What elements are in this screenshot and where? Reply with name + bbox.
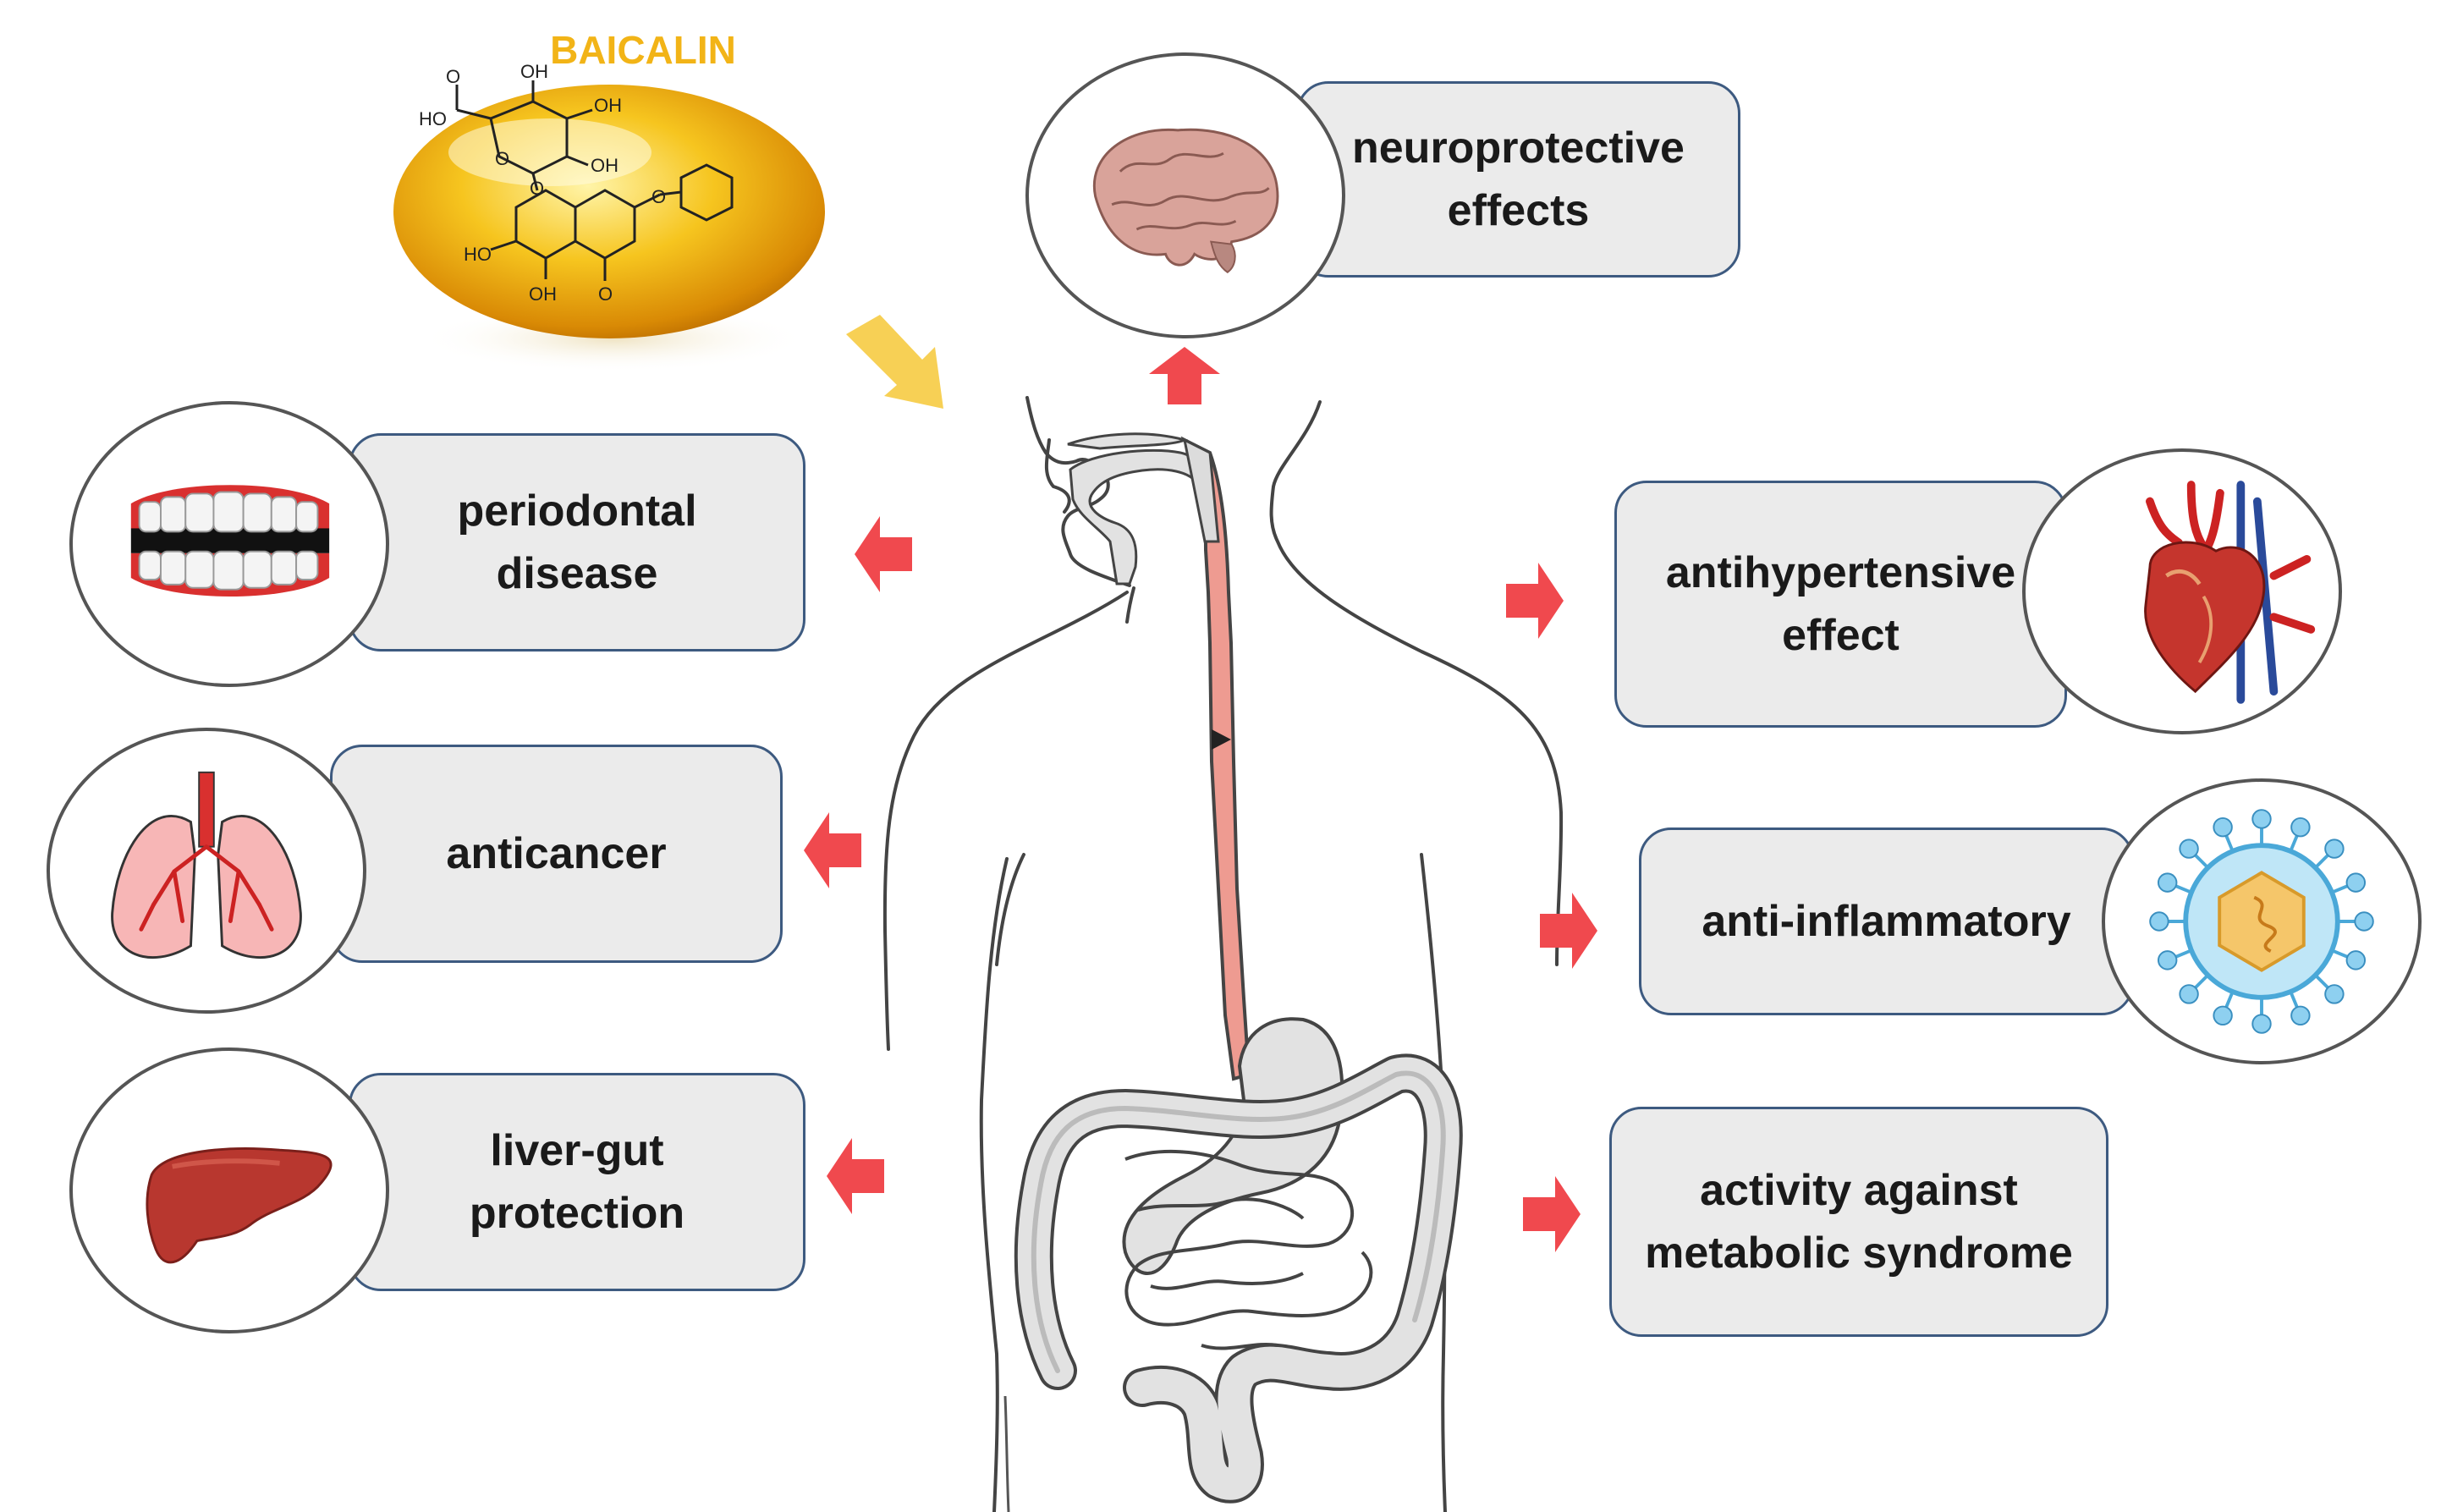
bolus-marker [1212,729,1231,750]
effect-label-line1: activity against [1700,1166,2018,1215]
effect-label-line2: protection [469,1189,685,1238]
svg-text:O: O [530,178,544,199]
arm-left-inner [995,853,1025,966]
effect-box-antihypertensive: antihypertensive effect [1614,481,2067,728]
svg-text:HO: HO [419,108,447,129]
arrow-left-periodontal [855,516,912,592]
svg-text:O: O [651,186,666,207]
cell-icon [2149,809,2374,1034]
effect-box-anticancer: anticancer [330,745,783,963]
neck-front [1125,586,1135,624]
effect-label-line2: metabolic syndrome [1645,1229,2073,1278]
svg-text:O: O [495,148,509,169]
brain-icon [1092,128,1279,273]
effect-label-line2: effects [1447,186,1590,235]
arrow-left-liver [827,1138,884,1214]
effect-label-line1: periodontal [457,487,697,536]
heart-circle [2022,448,2342,734]
intake-arrow [846,315,943,409]
teeth-circle [69,401,389,687]
arrow-right-metabolic [1523,1176,1581,1252]
effect-label-line2: effect [1782,611,1899,660]
cell-circle [2102,778,2422,1064]
capsule-illustration: OH O HO OH OH O O O HO OH O [393,61,825,372]
face-profile [1044,438,1071,514]
lungs-icon [111,771,302,959]
svg-text:OH: OH [594,95,622,116]
nasal-cavity [1067,432,1189,450]
teeth-icon [130,485,330,597]
effect-box-metabolic: activity against metabolic syndrome [1609,1107,2108,1337]
arrow-up-neuro [1149,347,1220,404]
compound-title: BAICALIN [550,28,736,72]
pharynx-shape [1069,448,1201,586]
svg-text:OH: OH [529,283,557,305]
effect-label-line1: liver-gut [490,1126,664,1175]
stomach [1122,1017,1344,1275]
effect-label-line1: anti-inflammatory [1702,897,2071,946]
effect-label-line1: anticancer [446,829,667,878]
effect-box-neuroprotective: neuroprotective effects [1296,81,1740,278]
torso-left [979,857,1009,1512]
effect-label-line1: antihypertensive [1665,548,2016,597]
svg-text:OH: OH [591,155,618,176]
effect-box-liver-gut: liver-gut protection [349,1073,805,1291]
effect-box-anti-inflammatory: anti-inflammatory [1639,827,2134,1015]
arrow-right-inflammatory [1540,893,1597,969]
svg-text:O: O [446,66,460,87]
liver-icon [146,1147,333,1264]
baicalin-structure [455,80,734,281]
svg-text:O: O [598,283,613,305]
lungs-circle [47,728,366,1014]
back-neck [1269,400,1564,966]
shoulder-left [882,591,1129,1051]
brain-circle [1025,52,1345,338]
arrow-left-anticancer [804,812,861,888]
esophagus-gray [1182,437,1220,543]
effect-box-periodontal: periodontal disease [349,433,805,652]
effect-label-line2: disease [496,549,658,598]
heart-icon [2144,481,2316,704]
small-intestine [1124,1149,1373,1327]
arrow-right-hypertensive [1506,563,1564,639]
liver-circle [69,1047,389,1333]
svg-text:HO: HO [464,244,492,265]
svg-text:OH: OH [520,61,548,82]
effect-label-line1: neuroprotective [1352,124,1685,173]
